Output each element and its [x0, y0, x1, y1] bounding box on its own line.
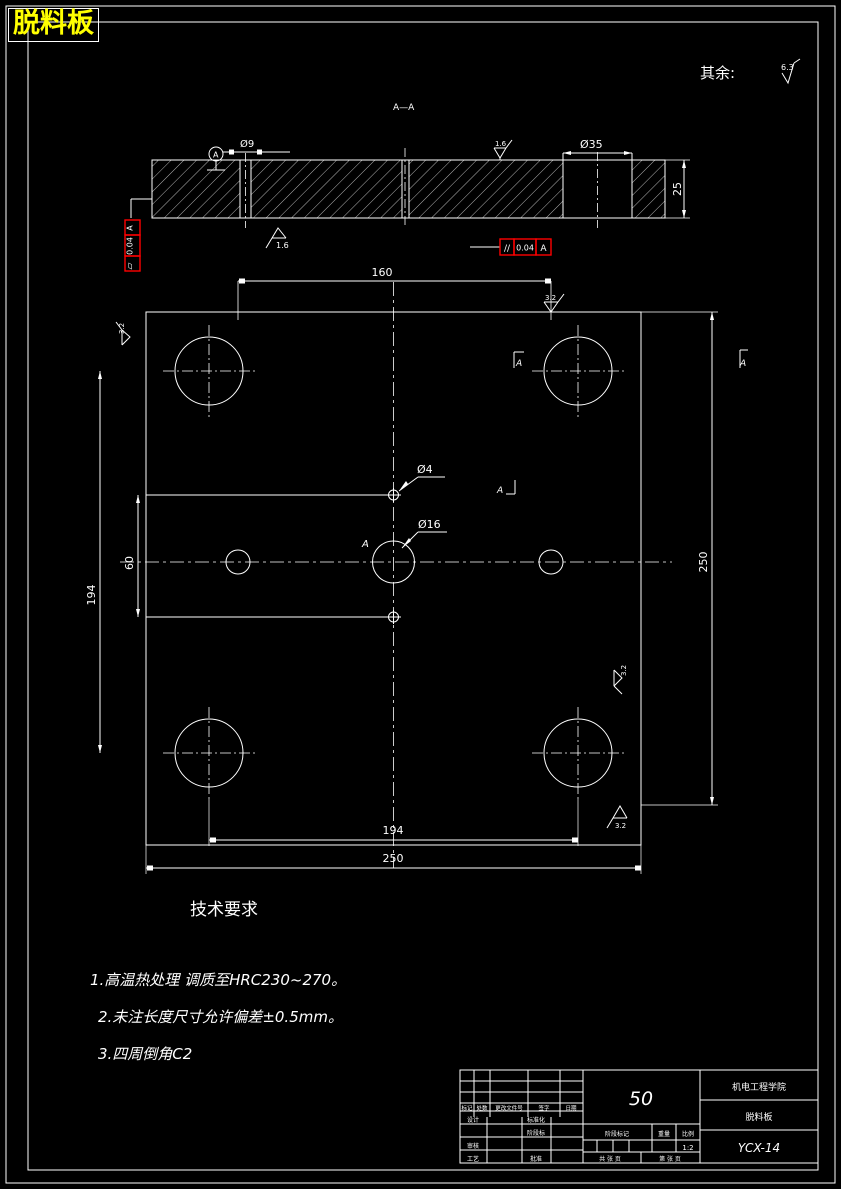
rev-header-3: 签字	[538, 1104, 550, 1112]
dim-top-160-value: 160	[372, 266, 393, 279]
rev-header-0: 标记	[461, 1104, 473, 1112]
title-block	[459, 1069, 819, 1164]
section-label: A—A	[393, 103, 415, 113]
section-mark-plate-tr-label: A	[515, 359, 522, 369]
roughness-section-bottom-value: 1.6	[276, 241, 289, 250]
tech-req-item-2: 2.未注长度尺寸允许偏差±0.5mm。	[98, 1008, 343, 1026]
roughness-plan-right: 3.2	[613, 665, 628, 695]
section-mark-plate-tr: A	[513, 351, 524, 369]
roughness-section-top-value: 1.6	[495, 140, 507, 148]
section-mark-top-label: A	[739, 359, 746, 369]
mid-footer-0: 共 张 页	[599, 1155, 621, 1163]
inner-feature-rect	[146, 494, 394, 618]
roughness-section-bottom: 1.6	[265, 227, 289, 250]
fcf-right: // 0.04 A	[499, 238, 552, 256]
dim-hole-large: Ø35	[562, 138, 633, 160]
fcf-right-tolerance: 0.04	[516, 244, 534, 253]
datum-balloon-a: A	[207, 146, 234, 171]
sig-row-0-label: 设计	[467, 1116, 479, 1124]
section-centerlines	[245, 148, 598, 228]
leader-pin-hole: Ø4	[398, 463, 445, 492]
section-mark-top: A	[739, 349, 748, 369]
tech-req-item-1: 1.高温热处理 调质至HRC230~270。	[90, 971, 346, 989]
page-title: 脱料板	[8, 8, 99, 42]
center-hole	[372, 540, 415, 584]
tech-req-item-3: 3.四周倒角C2	[98, 1045, 192, 1063]
roughness-plan-tr: 3.2	[543, 293, 565, 313]
dim-hole-small: Ø9	[228, 138, 290, 155]
dim-left-60-value: 60	[123, 556, 136, 570]
dim-left-194-value: 194	[85, 585, 98, 606]
rev-header-1: 处数	[476, 1104, 488, 1112]
roughness-plan-br-value: 3.2	[615, 822, 626, 830]
others-roughness-symbol: 6.3	[781, 58, 801, 85]
corner-hole-centerlines	[163, 325, 624, 799]
title-block-material: 50	[629, 1088, 653, 1110]
sig-row-3-label: 工艺	[467, 1155, 479, 1163]
dim-thickness-value: 25	[671, 182, 684, 196]
leader-center-hole-value: Ø16	[418, 518, 441, 531]
mid-footer-1: 第 张 页	[659, 1155, 681, 1163]
mid-header-1: 重量	[658, 1130, 670, 1138]
dim-right-250: 250	[641, 311, 718, 806]
dim-left-60: 60	[123, 495, 140, 617]
fcf-left-tolerance: 0.04	[126, 237, 135, 255]
mid-header-0: 阶段标记	[605, 1130, 629, 1138]
section-mark-mid: A	[496, 480, 516, 496]
section-mark-mid-label: A	[496, 486, 503, 496]
title-block-drawing-no: YCX-14	[738, 1141, 780, 1155]
rev-header-2: 更改文件号	[495, 1104, 523, 1112]
dim-bottom-250: 250	[145, 845, 642, 874]
title-block-part-name: 脱料板	[745, 1111, 772, 1123]
dim-hole-small-value: Ø9	[240, 138, 254, 150]
sig-row-0-label2: 标准化	[527, 1116, 545, 1124]
dim-bottom-194: 194	[208, 799, 579, 846]
dim-bottom-194-value: 194	[383, 824, 404, 837]
datum-letter-center: A	[361, 539, 369, 550]
roughness-plan-br: 3.2	[606, 805, 628, 830]
sheet-outer-border	[5, 5, 836, 1184]
fcf-right-datum: A	[540, 244, 547, 254]
sig-row-1-label2: 阶段标	[527, 1129, 545, 1137]
dim-left-194: 194	[85, 371, 102, 753]
leader-pin-hole-value: Ø4	[417, 463, 433, 476]
fcf-left-symbol: ▱	[126, 262, 136, 269]
dim-top-160: 160	[237, 266, 552, 320]
dim-right-250-value: 250	[697, 552, 710, 573]
tech-req-heading: 技术要求	[190, 900, 258, 920]
sheet-inner-border	[27, 21, 819, 1171]
mid-header-2: 比例	[682, 1130, 694, 1138]
title-block-institute: 机电工程学院	[732, 1081, 786, 1093]
title-block-scale: 1:2	[682, 1144, 693, 1152]
roughness-plan-tl: 3.2	[115, 321, 131, 346]
fcf-left-datum: A	[126, 225, 135, 231]
dim-bottom-250-value: 250	[383, 852, 404, 865]
fcf-right-symbol: //	[504, 244, 511, 254]
dim-hole-large-value: Ø35	[580, 138, 603, 151]
rev-header-4: 日期	[565, 1105, 577, 1112]
leader-center-hole: Ø16	[401, 518, 447, 549]
roughness-plan-tr-value: 3.2	[545, 294, 556, 302]
roughness-plan-right-value: 3.2	[620, 665, 628, 676]
side-holes	[225, 549, 564, 575]
others-label: 其余:	[700, 64, 735, 82]
sig-row-3-label2: 批准	[530, 1155, 542, 1163]
fcf-left: A 0.04 ▱	[124, 219, 141, 272]
roughness-plan-tl-value: 3.2	[118, 323, 126, 334]
datum-balloon-label: A	[213, 151, 219, 160]
section-body	[151, 159, 666, 219]
roughness-section-top: 1.6	[493, 139, 513, 160]
dim-thickness: 25	[665, 159, 690, 219]
sig-row-2-label: 审核	[467, 1142, 479, 1150]
others-roughness-value: 6.3	[781, 63, 794, 72]
plan-centerlines	[120, 282, 672, 868]
